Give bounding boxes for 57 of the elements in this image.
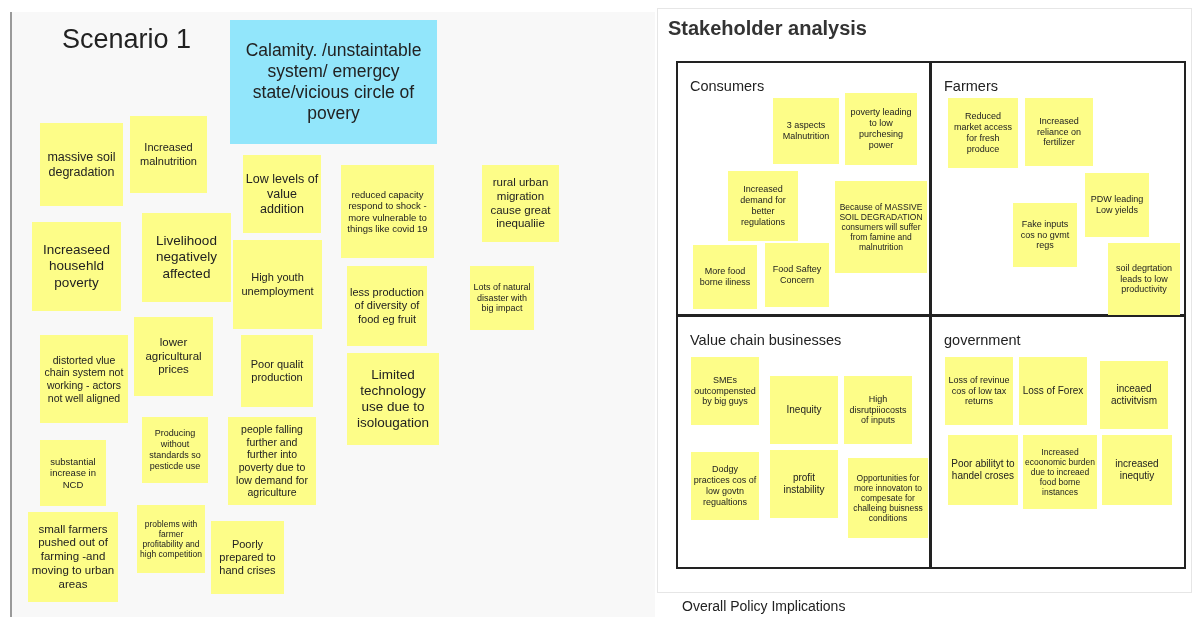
sticky-note: SMEs outcompensted by big guys [691,357,759,425]
sticky-note: Livelihood negatively affected [142,213,231,302]
sticky-note: inceaed activitvism [1100,361,1168,429]
sticky-note: Calamity. /unstaintable system/ emergcy state/vicious circle of povery [230,20,437,144]
sticky-note: Poor abilityt to handel croses [948,435,1018,505]
sticky-note: Limited technology use due to isolougation [347,353,439,445]
sticky-note: More food borne iliness [693,245,757,309]
sticky-note: distorted vlue chain system not working - actors not well aligned [40,335,128,423]
quadrant-heading: Consumers [690,78,765,94]
stakeholder-quadrant [676,61,931,316]
sticky-note: 3 aspects Malnutrition [773,98,839,164]
sticky-note: small farmers pushed out of farming -and moving to urban areas [28,512,118,602]
sticky-note: Increased malnutrition [130,116,207,193]
whiteboard-area [10,12,655,617]
sticky-note: massive soil degradation [40,123,123,206]
sticky-note: reduced capacity respond to shock - more vulnerable to things like covid 19 [341,165,434,258]
board-title: Scenario 1 [62,24,192,55]
sticky-note: PDW leading Low yields [1085,173,1149,237]
sticky-note: Because of MASSIVE SOIL DEGRADATION consumers will suffer from famine and malnutrition [835,181,927,273]
sticky-note: High youth unemployment [233,240,322,329]
sticky-note: Loss of revinue cos of low tax returns [945,357,1013,425]
sticky-note: Low levels of value addition [243,155,321,233]
sticky-note: Increased demand for better regulations [728,171,798,241]
sticky-note: Poor qualit production [241,335,313,407]
sticky-note: poverty leading to low purchesing power [845,93,917,165]
sticky-note: Lots of natural disaster with big impact [470,266,534,330]
sticky-note: increased inequtiy [1102,435,1172,505]
sticky-note: problems with farmer profitability and high competition [137,505,205,573]
section-heading: Overall Policy Implications [682,598,846,614]
sticky-note: Opportunities for more innovaton to compesate for challeing buisness conditions [848,458,928,538]
sticky-note: rural urban migration cause great inequaliie [482,165,559,242]
sticky-note: Increased ecoonomic burden due to increaed food borne instances [1023,435,1097,509]
sticky-note: Fake inputs cos no gvmt regs [1013,203,1077,267]
sticky-note: lower agricultural prices [134,317,213,396]
sticky-note: soil degrtation leads to low productivity [1108,243,1180,315]
quadrant-heading: government [944,332,1021,348]
sticky-note: Food Saftey Concern [765,243,829,307]
sticky-note: Inequity [770,376,838,444]
sticky-note: profit instability [770,450,838,518]
quadrant-heading: Value chain businesses [690,332,842,348]
panel-heading: Stakeholder analysis [668,17,867,40]
sticky-note: Producing without standards so pesticde use [142,417,208,483]
sticky-note: Reduced market access for fresh produce [948,98,1018,168]
stakeholder-quadrant [930,315,1186,569]
quadrant-heading: Farmers [944,78,998,94]
sticky-note: Increased reliance on fertilizer [1025,98,1093,166]
sticky-note: substantial increase in NCD [40,440,106,506]
sticky-note: people falling further and further into poverty due to low demand for agriculture [228,417,316,505]
stakeholder-quadrant [676,315,931,569]
sticky-note: Increaseed househld poverty [32,222,121,311]
sticky-note: Poorly prepared to hand crises [211,521,284,594]
sticky-note: less production of diversity of food eg fruit [347,266,427,346]
sticky-note: Dodgy practices cos of low govtn regualtions [691,452,759,520]
stakeholder-panel [657,8,1192,593]
sticky-note: Loss of Forex [1019,357,1087,425]
stakeholder-quadrant [930,61,1186,316]
sticky-note: High disrutpiiocosts of inputs [844,376,912,444]
